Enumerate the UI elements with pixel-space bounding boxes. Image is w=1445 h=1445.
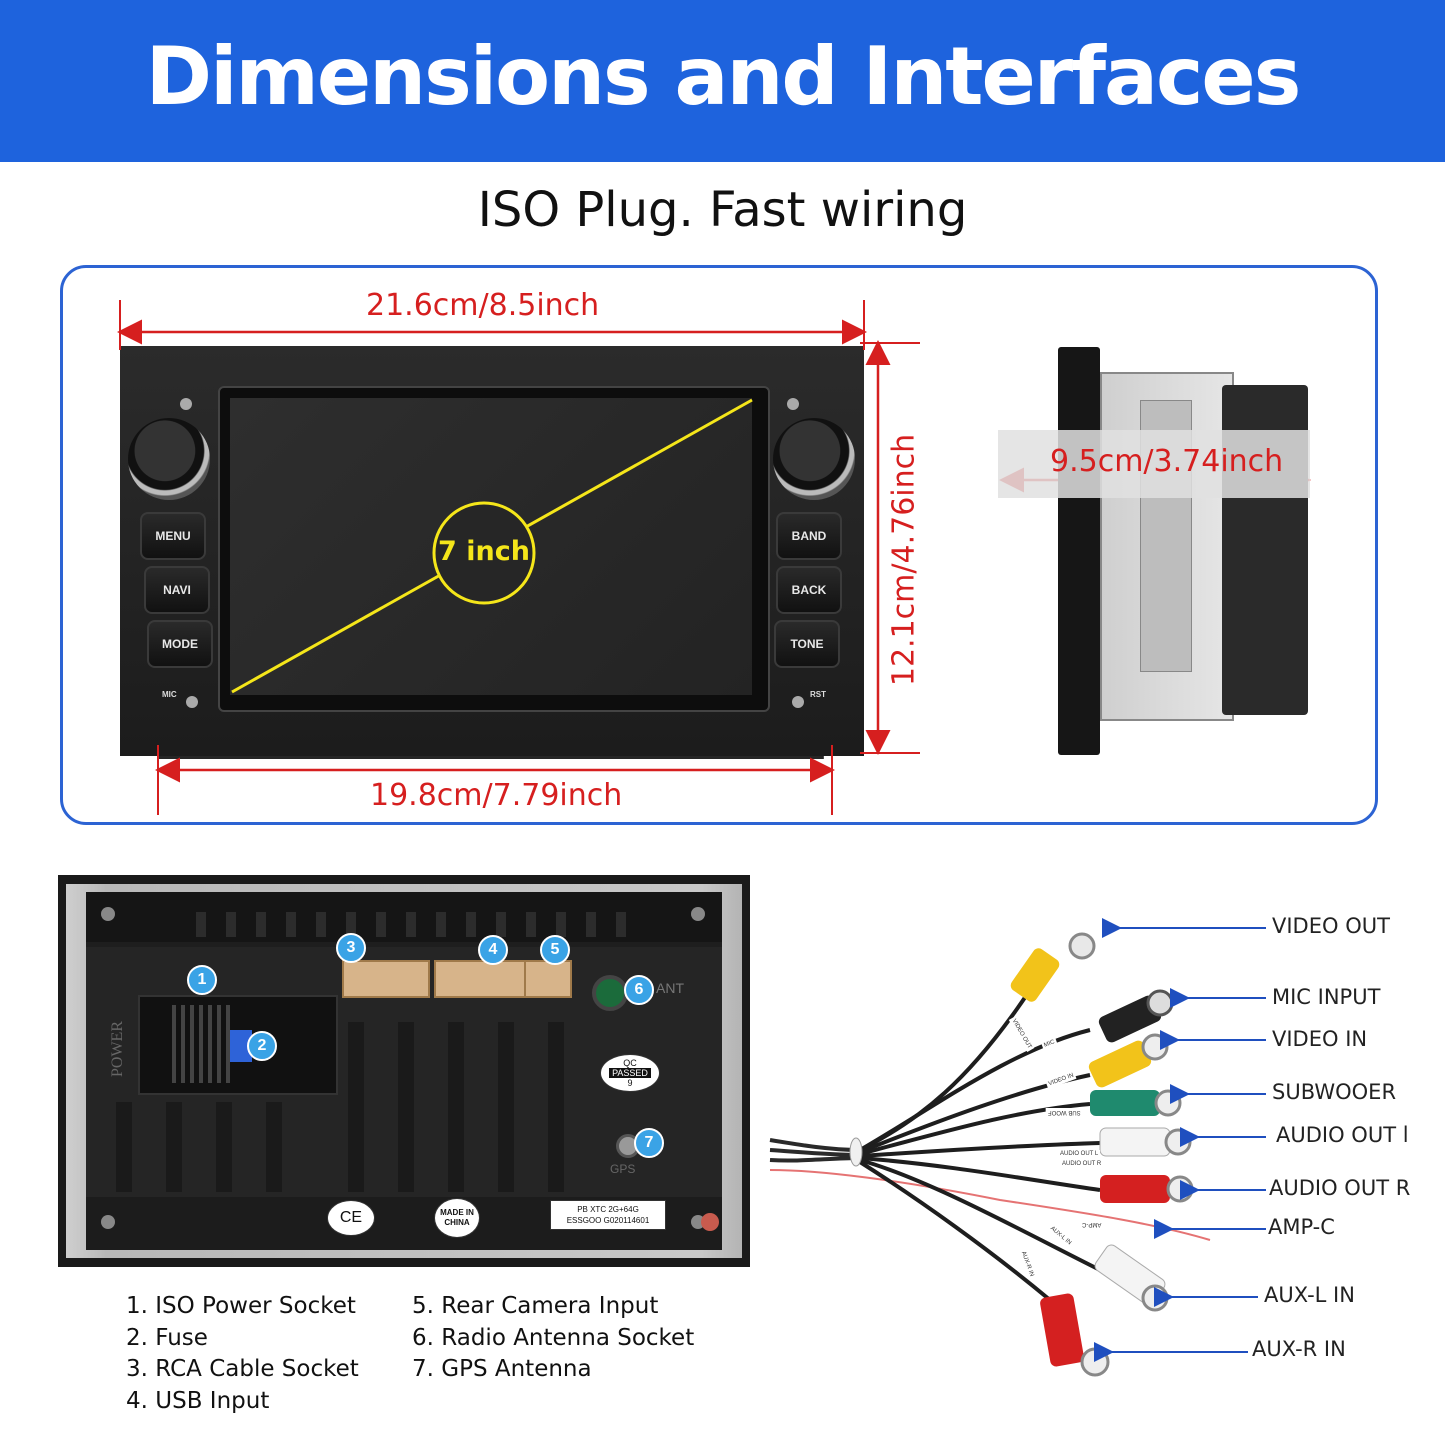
navi-button[interactable]: NAVI [144,566,210,614]
legend-item-6: 6. Radio Antenna Socket [412,1325,695,1351]
label-audio-out-r: AUDIO OUT R [1269,1176,1411,1200]
plug-audio-out-l [1099,1127,1192,1157]
made-in-china-sticker: MADE IN CHINA [434,1198,480,1238]
screw-icon [180,398,192,410]
badge-4: 4 [478,935,508,965]
qc-passed-sticker: QC PASSED 9 [600,1054,660,1092]
legend-item-5: 5. Rear Camera Input [412,1293,659,1319]
rca-cable-socket [342,960,430,998]
screw-icon [792,696,804,708]
page-title: Dimensions and Interfaces [145,30,1302,123]
screen-size-label: 7 inch [438,536,530,567]
tag-audio-out-l: AUDIO OUT L [1058,1150,1101,1158]
label-audio-out-l: AUDIO OUT l [1276,1123,1409,1147]
depth-highlight [998,430,1310,498]
plug-video-out [1010,932,1096,1002]
plug-aux-r [1040,1293,1110,1377]
label-mic-input: MIC INPUT [1272,985,1381,1009]
wire-sub [859,1102,1091,1156]
spec-line2: ESSGOO G020114601 [566,1216,650,1225]
bottom-width-label: 19.8cm/7.79inch [370,778,623,813]
iso-power-socket-pins [172,1005,230,1083]
spec-line1: PB XTC 2G+64G [577,1205,639,1214]
plug-aux-l [1094,1244,1169,1312]
wire-audio-l [859,1141,1101,1158]
cable-bundle [769,1138,861,1163]
tuning-knob-right[interactable] [773,418,855,500]
tag-subwoofer: SUB WOOF [1046,1108,1083,1116]
legend-item-3: 3. RCA Cable Socket [126,1356,359,1382]
label-amp-c: AMP-C [1268,1215,1335,1239]
wire-mic [859,1028,1091,1152]
ant-text: ANT [656,980,684,996]
badge-3: 3 [336,933,366,963]
side-view-faceplate [1058,347,1100,755]
wire-aux-r [858,1160,1052,1302]
qc-bottom-text: 9 [627,1078,633,1088]
gps-text: GPS [610,1162,636,1176]
tag-audio-out-r: AUDIO OUT R [1060,1160,1104,1168]
tag-amp-c: AMP-C [1080,1220,1104,1228]
plug-subwoofer [1090,1089,1182,1117]
back-button[interactable]: BACK [776,566,842,614]
spec-label-sticker: PB XTC 2G+64G ESSGOO G020114601 [550,1200,666,1230]
qc-top-text: QC [623,1058,637,1068]
radio-antenna-socket [592,975,628,1011]
badge-1: 1 [187,965,217,995]
plug-audio-out-r [1100,1175,1194,1203]
subtitle: ISO Plug. Fast wiring [477,182,968,238]
made-in-line1: MADE IN [440,1208,474,1217]
label-aux-r-in: AUX-R IN [1252,1337,1346,1361]
badge-5: 5 [540,935,570,965]
label-aux-l-in: AUX-L IN [1264,1283,1355,1307]
screw-icon [186,696,198,708]
rst-label: RST [810,690,826,699]
qc-mid-text: PASSED [609,1068,651,1078]
wire-video-out [859,988,1032,1152]
band-button[interactable]: BAND [776,512,842,560]
made-in-line2: CHINA [444,1218,470,1227]
label-video-in: VIDEO IN [1272,1027,1368,1051]
ce-sticker: CE [327,1200,375,1236]
label-subwoofer: SUBWOOER [1272,1080,1397,1104]
wire-aux-l [859,1158,1101,1272]
legend-item-7: 7. GPS Antenna [412,1356,592,1382]
badge-2: 2 [247,1031,277,1061]
fuse [230,1030,252,1062]
wire-audio-r [859,1156,1101,1192]
screw-icon [787,398,799,410]
legend-item-4: 4. USB Input [126,1388,270,1414]
menu-button[interactable]: MENU [140,512,206,560]
plug-video-in [1088,1033,1169,1088]
tone-button[interactable]: TONE [774,620,840,668]
badge-6: 6 [624,975,654,1005]
legend-item-2: 2. Fuse [126,1325,208,1351]
volume-knob-left[interactable] [128,418,210,500]
title-banner [0,0,1445,162]
badge-7: 7 [634,1128,664,1158]
width-label: 21.6cm/8.5inch [366,288,600,323]
dimensions-frame [60,265,1378,825]
depth-label: 9.5cm/3.74inch [1050,444,1284,479]
screen-size-circle [432,501,536,605]
mic-label: MIC [162,690,177,699]
label-video-out: VIDEO OUT [1272,914,1390,938]
legend-item-1: 1. ISO Power Socket [126,1293,356,1319]
mode-button[interactable]: MODE [147,620,213,668]
